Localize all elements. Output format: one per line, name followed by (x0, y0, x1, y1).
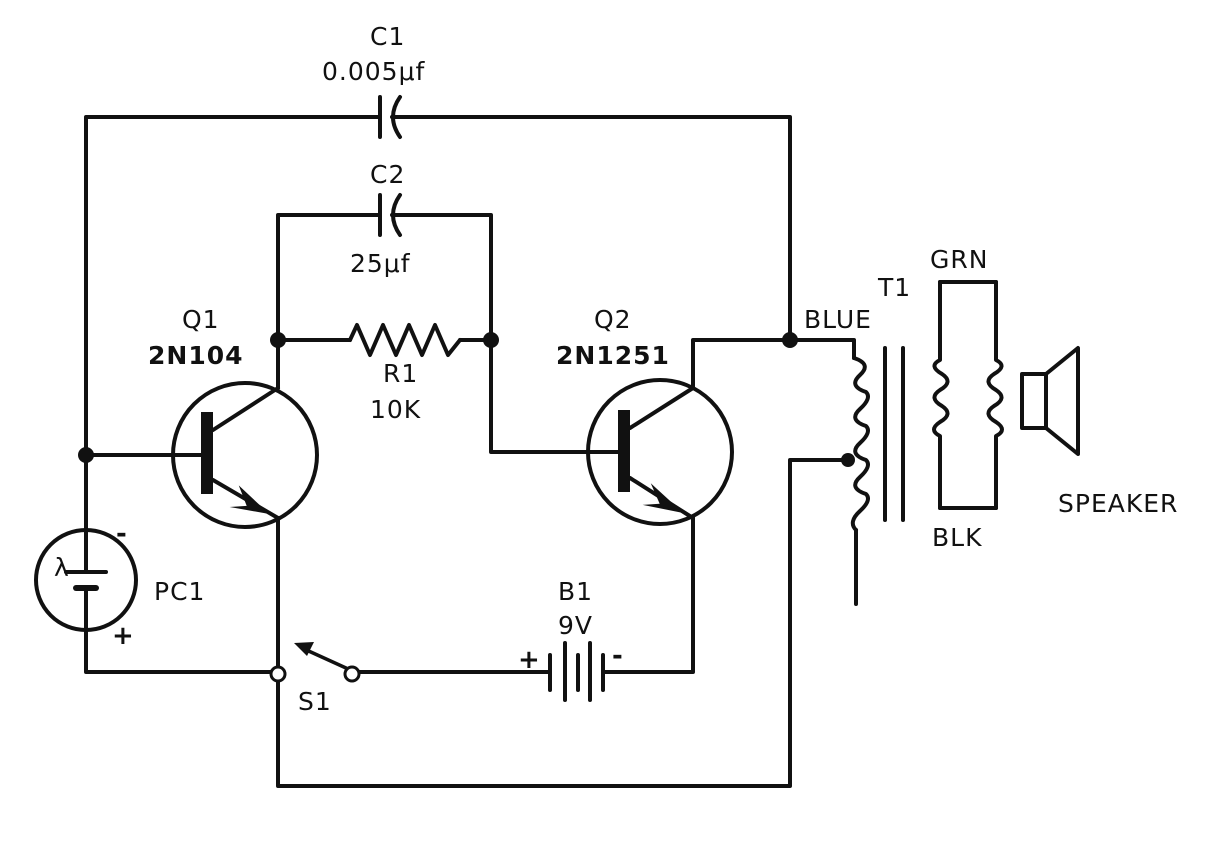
b1-ref: B1 (558, 577, 593, 606)
speaker-label: SPEAKER (1058, 489, 1178, 518)
pc1-symbol: λ (54, 553, 70, 582)
c2-ref: C2 (370, 160, 405, 189)
t1-ref: T1 (877, 273, 911, 302)
c1-value: 0.005μf (322, 57, 425, 86)
junctions (78, 332, 855, 467)
c1-ref: C1 (370, 22, 405, 51)
r1-value: 10K (370, 395, 421, 424)
pc1-plus: + (112, 621, 134, 651)
s1-ref: S1 (298, 687, 332, 716)
wire-q2-emitter (603, 516, 695, 674)
wires (84, 115, 856, 788)
wire-c1-right (390, 115, 792, 340)
label-grn: GRN (930, 245, 988, 274)
transformer-t1: T1 BLUE GRN BLK (804, 245, 1004, 606)
battery-b1: B1 9V + - (518, 577, 623, 702)
wire-c2-left (276, 213, 380, 342)
capacitor-c1: C1 0.005μf (322, 22, 425, 139)
r1-ref: R1 (383, 359, 418, 388)
pc1-ref: PC1 (154, 577, 205, 606)
q1-part: 2N104 (148, 341, 244, 370)
label-blue: BLUE (804, 305, 872, 334)
wire-q2-base (489, 338, 622, 454)
q2-ref: Q2 (594, 305, 632, 334)
switch-s1: S1 (269, 642, 361, 716)
transistor-q1: Q1 2N104 (148, 305, 319, 529)
b1-minus: - (612, 641, 623, 671)
resistor-r1: R1 10K (348, 323, 462, 424)
q2-part: 2N1251 (556, 341, 670, 370)
b1-plus: + (518, 645, 540, 675)
photocell-pc1: λ - + PC1 (34, 519, 205, 651)
q1-ref: Q1 (182, 305, 220, 334)
wire-pc1-bottom (84, 628, 272, 674)
pc1-minus: - (116, 519, 127, 549)
b1-value: 9V (558, 611, 593, 640)
speaker: SPEAKER (1020, 346, 1178, 518)
label-blk: BLK (932, 523, 982, 552)
capacitor-c2: C2 25μf (350, 160, 411, 278)
wire-q2-collector (691, 338, 856, 390)
wire-c1-left (84, 115, 380, 457)
wire-bottom-return (276, 458, 849, 788)
wire-c2-right (390, 213, 493, 342)
transistor-q2: Q2 2N1251 (556, 305, 734, 526)
c2-value: 25μf (350, 249, 411, 278)
